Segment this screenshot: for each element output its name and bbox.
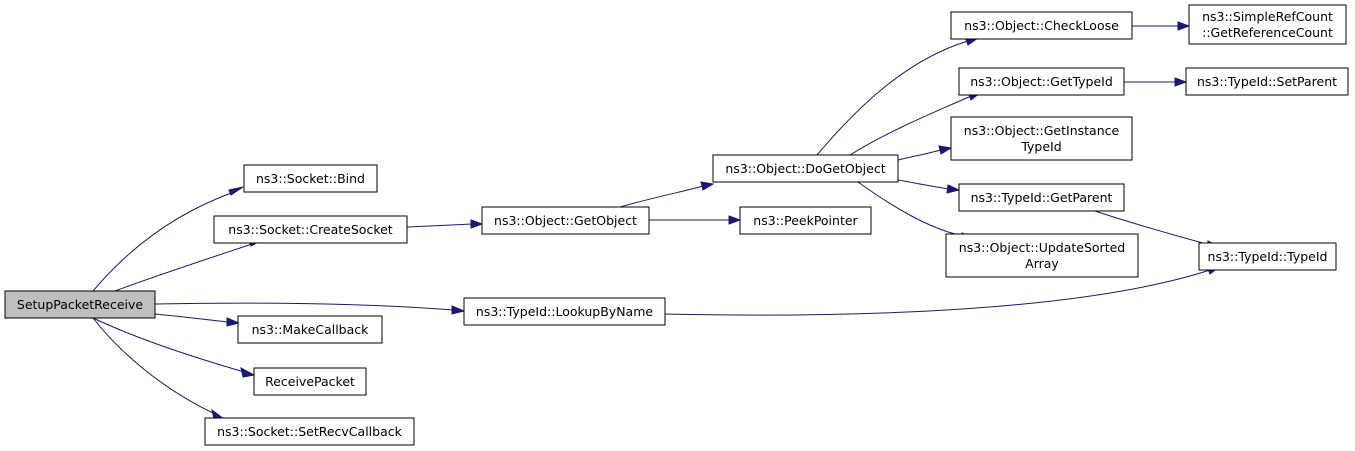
node-make-callback[interactable]: ns3::MakeCallback [237,315,383,344]
node-simple-ref-count-get-reference-count[interactable]: ns3::SimpleRefCount::GetReferenceCount [1188,4,1347,45]
node-box [712,154,899,183]
node-label: ns3::Socket::SetRecvCallback [217,424,402,439]
node-socket-bind[interactable]: ns3::Socket::Bind [243,164,378,193]
node-box [1188,4,1347,45]
node-typeid-get-parent[interactable]: ns3::TypeId::GetParent [958,183,1125,212]
node-box [481,206,650,235]
node-box [237,315,383,344]
node-label: ns3::Object::DoGetObject [725,161,885,176]
node-label: ns3::Object::GetTypeId [970,74,1113,89]
node-box [958,67,1125,96]
edge-line [114,243,253,292]
node-label: Array [1025,256,1059,271]
edge-arrowhead [226,317,241,327]
node-box [950,11,1133,40]
node-object-do-get-object[interactable]: ns3::Object::DoGetObject [712,154,899,183]
edge-arrowhead [228,186,244,196]
edge-arrowhead [728,215,742,225]
node-label: ns3::SimpleRefCount [1202,9,1333,24]
edge-arrowhead [700,181,715,191]
call-graph-nodes: SetupPacketReceivens3::Socket::Bindns3::… [4,4,1349,446]
node-label: TypeId [1020,139,1061,154]
node-typeid-typeid[interactable]: ns3::TypeId::TypeId [1198,242,1337,271]
edge-object-do-get-object-to-typeid-get-parent [897,179,961,194]
edge-object-get-object-to-peek-pointer [649,215,742,225]
edge-setup-packet-receive-to-socket-set-recv-callback [92,317,226,420]
edge-arrowhead [938,145,953,155]
node-box [958,183,1125,212]
node-box [463,297,666,326]
edge-line [154,302,454,311]
node-label: ns3::Object::GetObject [494,213,637,228]
edge-setup-packet-receive-to-typeid-lookup-by-name [154,302,466,315]
node-box [204,417,415,446]
edge-line [664,269,1211,316]
edge-arrowhead [451,305,466,315]
edge-object-check-loose-to-simple-ref-count-get-reference-count [1132,21,1191,31]
edge-arrowhead [240,367,256,378]
edge-line [619,185,704,208]
node-object-check-loose[interactable]: ns3::Object::CheckLoose [950,11,1133,40]
edge-line [92,191,235,292]
edge-socket-create-to-object-get-object [406,219,484,229]
node-box [739,206,872,235]
node-receive-packet[interactable]: ReceivePacket [253,367,367,396]
node-label: ns3::Socket::CreateSocket [228,222,393,237]
node-box [950,116,1133,161]
edge-object-get-object-to-object-do-get-object [619,181,715,208]
node-typeid-lookup-by-name[interactable]: ns3::TypeId::LookupByName [463,297,666,326]
node-label: ns3::Object::GetInstance [964,123,1120,138]
edge-line [92,317,245,373]
node-box [1198,242,1337,271]
edge-line [857,181,965,237]
node-label: ns3::Socket::Bind [256,171,365,186]
node-label: ns3::Object::CheckLoose [964,18,1119,33]
node-label: ns3::TypeId::LookupByName [476,304,653,319]
edge-object-get-type-id-to-typeid-set-parent [1124,77,1188,87]
edge-line [816,40,969,156]
node-setup-packet-receive[interactable]: SetupPacketReceive [4,290,156,319]
node-object-get-object[interactable]: ns3::Object::GetObject [481,206,650,235]
node-label: ns3::TypeId::TypeId [1208,249,1328,264]
node-label: ns3::PeekPointer [753,213,858,228]
edge-setup-packet-receive-to-make-callback [154,313,241,327]
node-box [253,367,367,396]
node-box [213,215,408,244]
edge-setup-packet-receive-to-socket-bind [92,186,244,292]
node-box [1185,67,1349,96]
node-peek-pointer[interactable]: ns3::PeekPointer [739,206,872,235]
node-box [945,233,1139,278]
edge-arrowhead [470,219,484,229]
edge-line [92,317,216,415]
edge-setup-packet-receive-to-receive-packet [92,317,256,378]
node-label: ns3::TypeId::GetParent [971,190,1113,205]
node-label: SetupPacketReceive [17,297,144,312]
node-typeid-set-parent[interactable]: ns3::TypeId::SetParent [1185,67,1349,96]
edge-line [154,313,229,323]
edge-line [406,223,473,228]
edge-line [849,95,972,156]
edge-line [897,179,950,190]
node-label: ns3::MakeCallback [252,322,370,337]
node-label: ns3::Object::UpdateSorted [959,240,1125,255]
node-label: ns3::TypeId::SetParent [1197,74,1337,89]
node-box [243,164,378,193]
node-box [4,290,156,319]
edge-arrowhead [1174,77,1188,87]
node-label: ::GetReferenceCount [1202,25,1333,40]
call-graph-edges [92,21,1221,420]
node-label: ReceivePacket [265,374,355,389]
edge-line [897,149,942,161]
edge-object-do-get-object-to-object-get-instance-type-id [897,145,953,161]
edge-arrowhead [946,184,961,194]
node-object-get-type-id[interactable]: ns3::Object::GetTypeId [958,67,1125,96]
edge-arrowhead [1177,21,1191,31]
node-socket-create[interactable]: ns3::Socket::CreateSocket [213,215,408,244]
node-socket-set-recv-callback[interactable]: ns3::Socket::SetRecvCallback [204,417,415,446]
